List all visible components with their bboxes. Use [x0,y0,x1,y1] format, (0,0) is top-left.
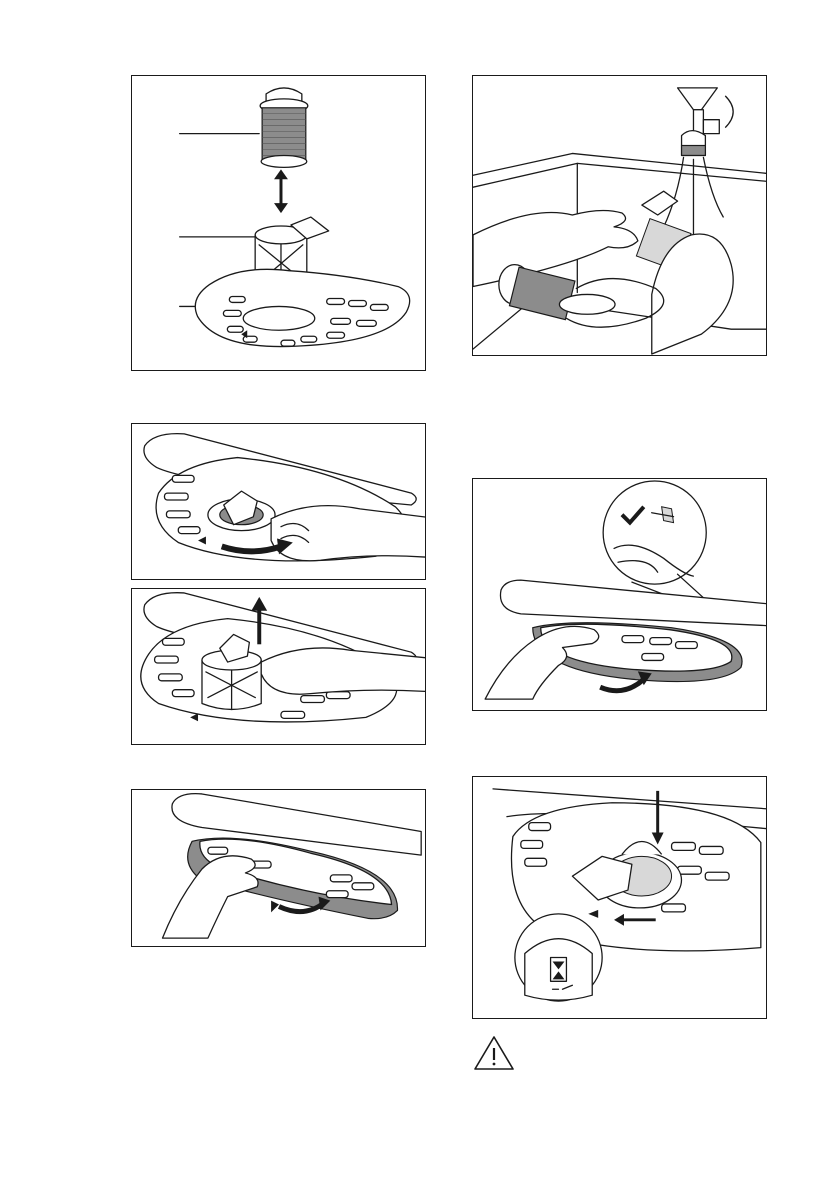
flat-filter-check-illustration [473,479,766,710]
filter-assembly-illustration [132,76,425,370]
filter-rinse-illustration [473,76,766,355]
figure-filter-unlock [131,423,426,580]
flat-filter-remove-illustration [132,790,425,946]
figure-filter-assembly [131,75,426,371]
warning-triangle [473,1034,515,1072]
figure-filter-lock [472,776,767,1019]
figure-flat-filter-remove [131,789,426,947]
filter-unlock-illustration [132,424,425,579]
warning-triangle-icon [473,1034,515,1072]
figure-filter-rinse [472,75,767,356]
figure-flat-filter-check [472,478,767,711]
figure-filter-lift [131,588,426,745]
filter-lift-illustration [132,589,425,744]
filter-lock-illustration [473,777,766,1018]
